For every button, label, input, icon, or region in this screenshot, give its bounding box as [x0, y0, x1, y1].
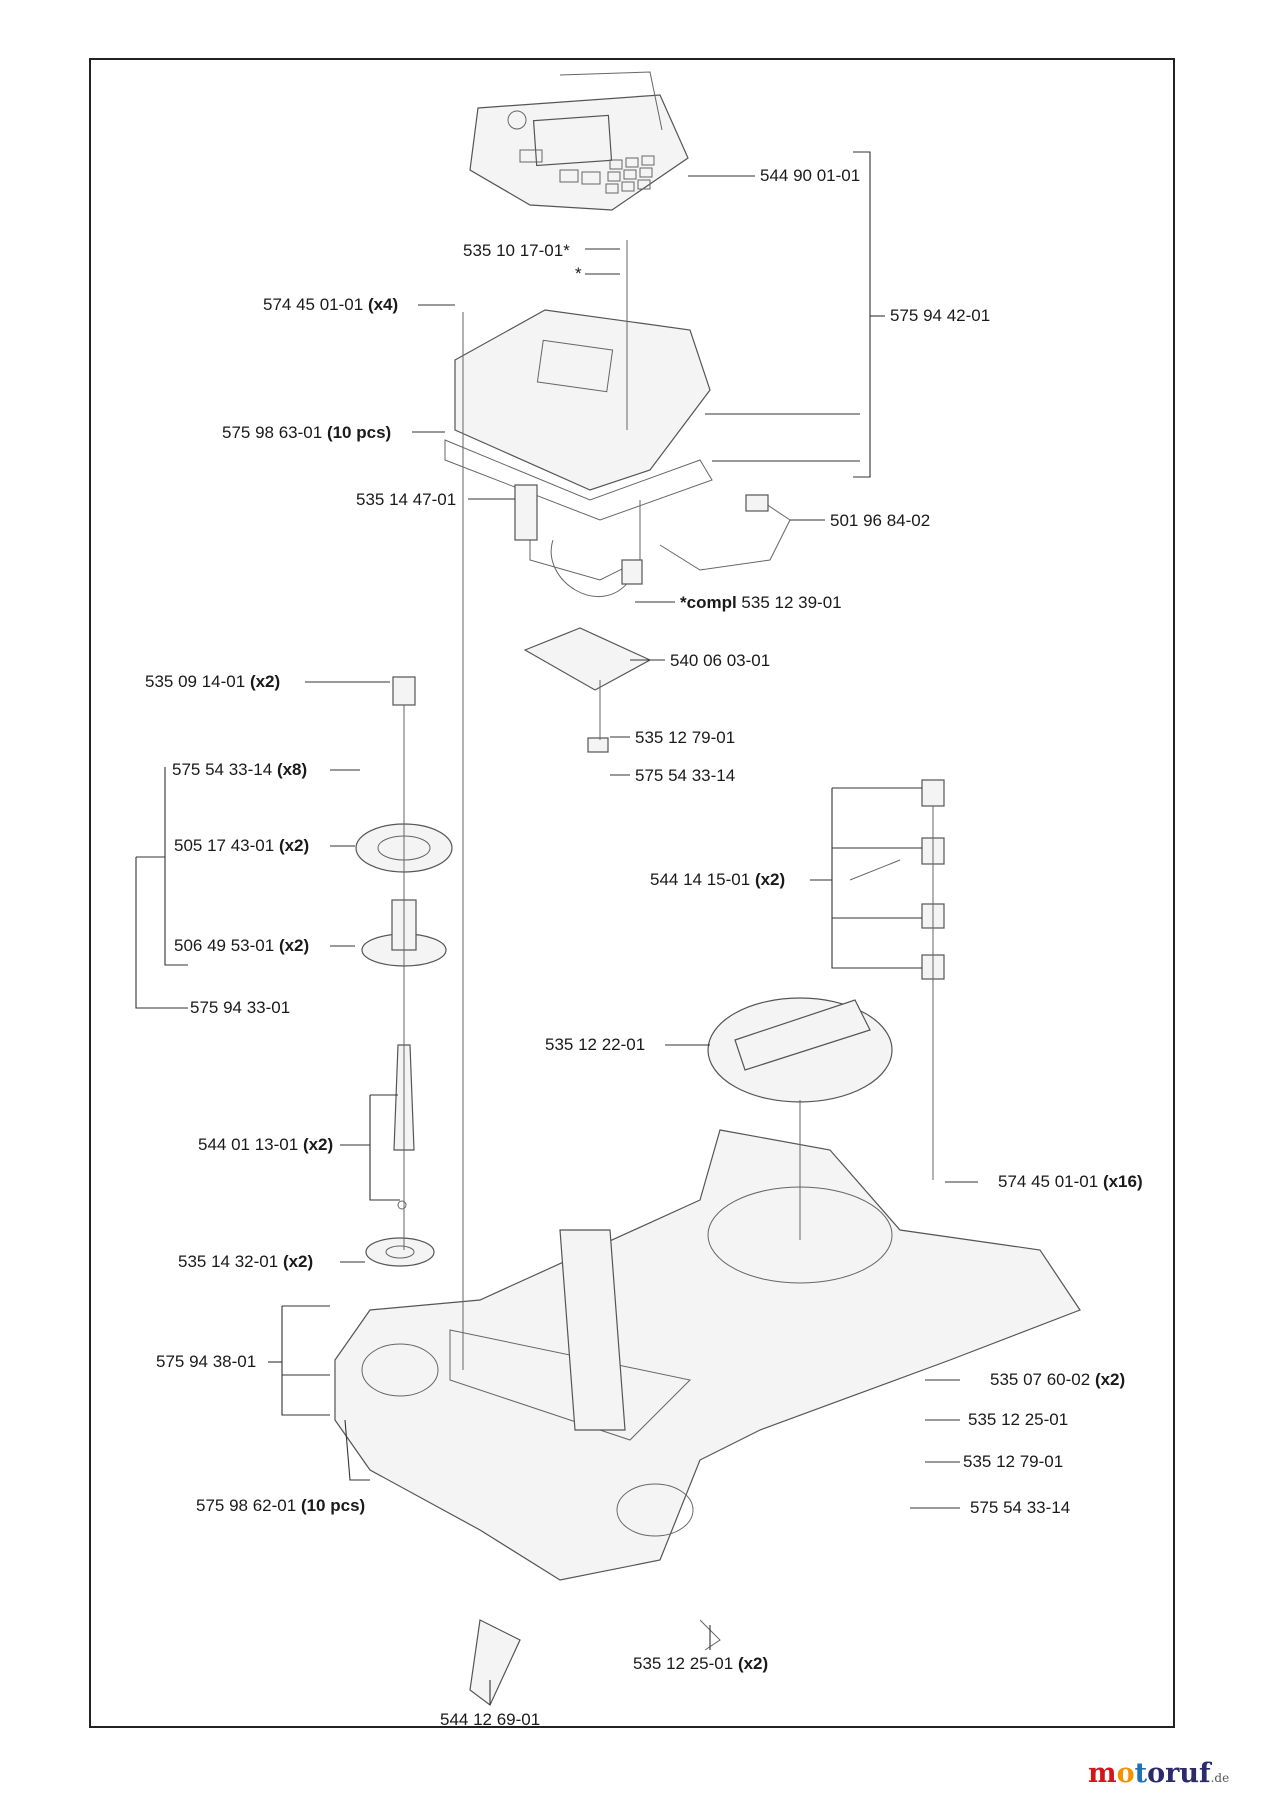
part-label-535-12-79-01-bottom: 535 12 79-01 [963, 1452, 1064, 1471]
cable-harness-part [514, 484, 791, 753]
part-label-540-06-03-01: 540 06 03-01 [670, 651, 771, 670]
drawing-frame [89, 58, 1175, 1728]
part-label-544-14-15-01: 544 14 15-01 (x2) [650, 870, 786, 889]
chassis-base-part [334, 1129, 1081, 1706]
part-label-535-12-25-01: 535 12 25-01 [968, 1410, 1069, 1429]
leader-lines [135, 151, 978, 1705]
round-lid-part [707, 997, 893, 1103]
part-label-535-14-47-01: 535 14 47-01 [356, 490, 457, 509]
part-label-535-09-14-01: 535 09 14-01 (x2) [145, 672, 281, 691]
part-label-535-10-17-01: 535 10 17-01* [463, 241, 570, 260]
part-label-575-54-33-14-top: 575 54 33-14 [635, 766, 736, 785]
part-label-535-12-22-01: 535 12 22-01 [545, 1035, 646, 1054]
part-label-575-54-33-14-x8: 575 54 33-14 (x8) [172, 760, 308, 779]
part-label-535-12-79-01-top: 535 12 79-01 [635, 728, 736, 747]
part-label-535-12-25-01-x2: 535 12 25-01 (x2) [633, 1654, 769, 1673]
keypad-overlay-part [469, 71, 689, 211]
part-label-535-12-39-01: *compl 535 12 39-01 [680, 593, 842, 612]
part-label-575-98-63-01: 575 98 63-01 (10 pcs) [222, 423, 392, 442]
part-label-535-14-32-01: 535 14 32-01 (x2) [178, 1252, 314, 1271]
assembly-axes [403, 240, 934, 1370]
right-bushing-stack [849, 779, 945, 980]
part-label-506-49-53-01: 506 49 53-01 (x2) [174, 936, 310, 955]
part-label-575-94-42-01: 575 94 42-01 [890, 306, 991, 325]
part-label-575-94-38-01: 575 94 38-01 [156, 1352, 257, 1371]
part-label-574-45-01-01-x4: 574 45 01-01 (x4) [263, 295, 399, 314]
part-label-575-98-62-01: 575 98 62-01 (10 pcs) [196, 1496, 366, 1515]
part-label-574-45-01-01-x16: 574 45 01-01 (x16) [998, 1172, 1143, 1191]
part-label-asterisk: * [575, 264, 582, 283]
part-label-544-12-69-01: 544 12 69-01 [440, 1710, 541, 1729]
part-label-505-17-43-01: 505 17 43-01 (x2) [174, 836, 310, 855]
part-label-544-90-01-01: 544 90 01-01 [760, 166, 861, 185]
part-label-535-07-60-02: 535 07 60-02 (x2) [990, 1370, 1126, 1389]
part-label-544-01-13-01: 544 01 13-01 (x2) [198, 1135, 334, 1154]
upper-cover-part [444, 309, 713, 581]
watermark-logo: motoruf.de [1088, 1758, 1230, 1789]
part-label-575-54-33-14-bottom: 575 54 33-14 [970, 1498, 1071, 1517]
part-label-575-94-33-01: 575 94 33-01 [190, 998, 291, 1017]
part-label-501-96-84-02: 501 96 84-02 [830, 511, 931, 530]
